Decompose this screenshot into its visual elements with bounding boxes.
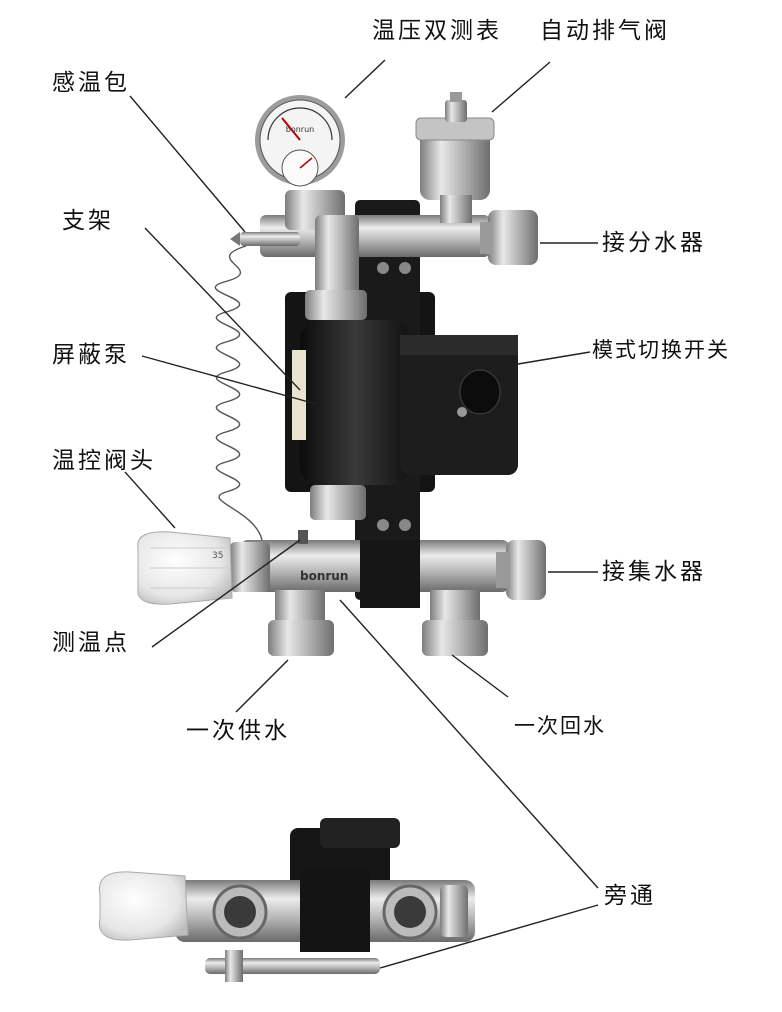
label-primary-supply: 一次供水 — [186, 718, 290, 744]
label-thermostatic-head: 温控阀头 — [52, 448, 156, 474]
gauge-brand: bonrun — [286, 125, 314, 134]
label-bypass: 旁通 — [604, 883, 656, 909]
label-to-collector: 接集水器 — [602, 559, 706, 585]
thermostatic-head: 35 — [137, 531, 270, 605]
label-sensor-bulb: 感温包 — [52, 70, 130, 96]
sensor-probe — [214, 232, 300, 541]
leader-air-vent — [491, 61, 551, 113]
lower-outlets — [268, 590, 488, 656]
leader-primary-supply — [235, 659, 289, 713]
leader-mode-switch — [517, 351, 591, 365]
gauge: bonrun — [255, 95, 345, 230]
vertical-pipe — [305, 215, 367, 520]
leader-sensor-bulb — [129, 95, 246, 233]
label-gauge: 温压双测表 — [372, 18, 502, 44]
main-product-view: bonrun bonrun — [137, 92, 546, 656]
leader-bracket — [144, 227, 301, 391]
leader-gauge — [344, 59, 386, 99]
leader-primary-return — [451, 654, 509, 698]
label-shielded-pump: 屏蔽泵 — [52, 342, 130, 368]
bottom-product-view — [98, 818, 475, 982]
head-scale-label: 35 — [212, 551, 223, 561]
label-mode-switch: 模式切换开关 — [592, 338, 730, 362]
leader-thermostatic-head — [124, 471, 176, 529]
label-to-distributor: 接分水器 — [602, 230, 706, 256]
label-measure-point: 测温点 — [52, 630, 130, 656]
leader-measure-point — [151, 539, 301, 648]
label-air-vent: 自动排气阀 — [540, 18, 670, 44]
label-bracket: 支架 — [62, 208, 114, 234]
lower-pipe: bonrun — [240, 530, 546, 608]
leader-bypass-bottom — [379, 904, 599, 969]
leader-bypass-top — [339, 599, 599, 889]
air-vent — [415, 92, 495, 223]
leader-lines — [124, 59, 599, 969]
shielded-pump — [292, 320, 518, 485]
label-primary-return: 一次回水 — [514, 714, 606, 738]
leader-shielded-pump — [141, 355, 317, 405]
pipe-brand: bonrun — [300, 569, 348, 583]
